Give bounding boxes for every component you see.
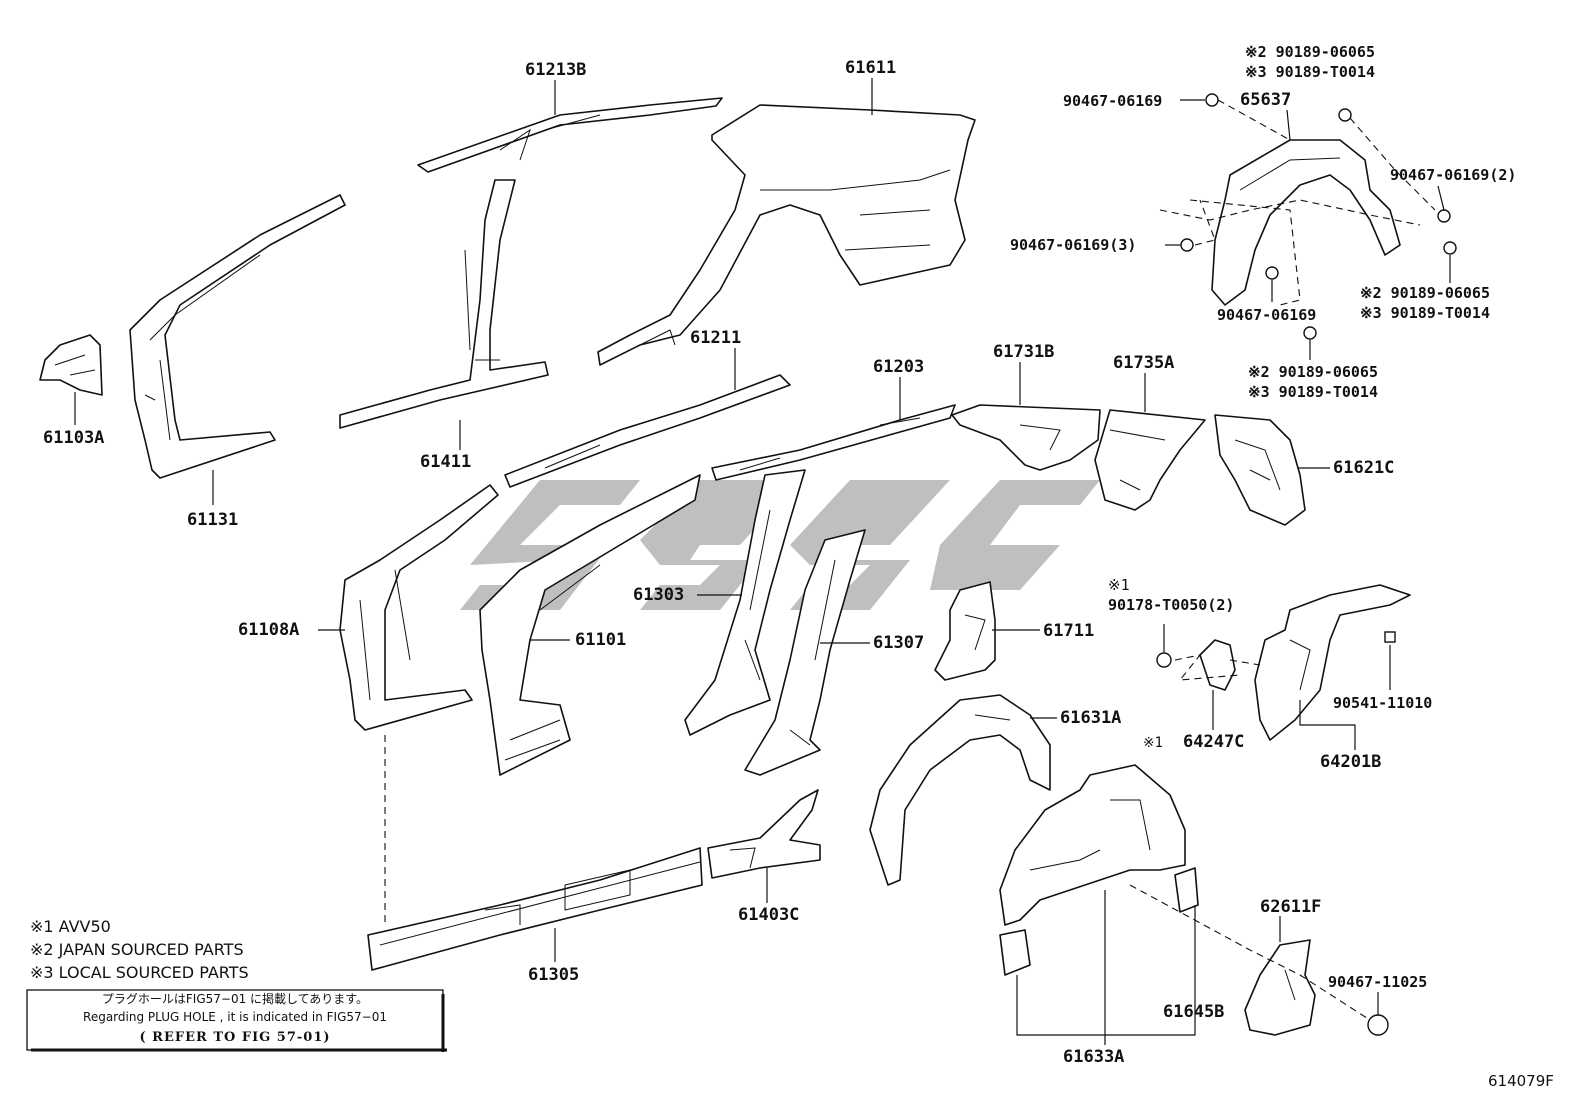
label-90189-06065-top[interactable]: ※2 90189-06065: [1245, 43, 1375, 61]
label-61711[interactable]: 61711: [1043, 621, 1094, 641]
label-61101[interactable]: 61101: [575, 630, 626, 650]
clip-icon: [1338, 108, 1352, 122]
label-61621c[interactable]: 61621C: [1333, 458, 1394, 478]
part-64201b-drawing[interactable]: [1254, 584, 1411, 741]
label-61731b[interactable]: 61731B: [993, 342, 1054, 362]
label-61633a[interactable]: 61633A: [1063, 1047, 1124, 1067]
part-62611f-drawing[interactable]: [1244, 939, 1316, 1036]
part-65637-drawing[interactable]: [1211, 139, 1401, 306]
label-62611f[interactable]: 62611F: [1260, 897, 1321, 917]
label-61303[interactable]: 61303: [633, 585, 684, 605]
part-61307-drawing[interactable]: [744, 529, 866, 776]
part-61621c-drawing[interactable]: [1214, 414, 1306, 526]
label-61203[interactable]: 61203: [873, 357, 924, 377]
label-61611[interactable]: 61611: [845, 58, 896, 78]
clip-icon: [1180, 238, 1194, 252]
label-90178-t0050[interactable]: 90178-T0050(2): [1108, 596, 1234, 614]
part-64247c-drawing[interactable]: [1199, 639, 1236, 691]
part-61305-drawing[interactable]: [367, 847, 703, 971]
note-3: ※3 LOCAL SOURCED PARTS: [30, 963, 249, 982]
label-90189-t0014-top[interactable]: ※3 90189-T0014: [1245, 63, 1375, 81]
label-90467-11025[interactable]: 90467-11025: [1328, 973, 1427, 991]
label-61103a[interactable]: 61103A: [43, 428, 104, 448]
label-90189-06065-mid[interactable]: ※2 90189-06065: [1248, 363, 1378, 381]
label-61631a[interactable]: 61631A: [1060, 708, 1121, 728]
label-61735a[interactable]: 61735A: [1113, 353, 1174, 373]
label-90467-06169-3[interactable]: 90467-06169(3): [1010, 236, 1136, 254]
clip-icon: [1303, 326, 1317, 340]
part-61213b-drawing[interactable]: [417, 97, 723, 173]
label-65637[interactable]: 65637: [1240, 90, 1291, 110]
part-61611-drawing[interactable]: [597, 104, 976, 366]
clip-icon: [1205, 93, 1219, 107]
label-61108a[interactable]: 61108A: [238, 620, 299, 640]
mark-90178: ※1: [1108, 576, 1130, 594]
part-61203-drawing[interactable]: [711, 404, 956, 481]
label-64201b[interactable]: 64201B: [1320, 752, 1381, 772]
part-61108a-drawing[interactable]: [339, 484, 499, 731]
label-90467-06169-top[interactable]: 90467-06169: [1063, 92, 1162, 110]
leader-lines: [74, 78, 1451, 1045]
label-61411[interactable]: 61411: [420, 452, 471, 472]
part-61711-drawing[interactable]: [934, 581, 996, 681]
label-61305[interactable]: 61305: [528, 965, 579, 985]
part-61101-drawing[interactable]: [479, 474, 701, 776]
label-61307[interactable]: 61307: [873, 633, 924, 653]
label-61211[interactable]: 61211: [690, 328, 741, 348]
part-61633a-drawing[interactable]: [999, 764, 1199, 976]
part-61403c-drawing[interactable]: [707, 789, 821, 879]
label-90189-t0014-mid[interactable]: ※3 90189-T0014: [1248, 383, 1378, 401]
plug-note-jp: プラグホールはFIG57−01 に掲載してあります。: [102, 991, 368, 1006]
part-61731b-drawing[interactable]: [951, 404, 1101, 471]
fastener-icons: [1156, 93, 1457, 1036]
part-61411-drawing[interactable]: [339, 179, 549, 429]
footnotes: ※1 AVV50 ※2 JAPAN SOURCED PARTS ※3 LOCAL…: [30, 917, 249, 982]
plug-note-en: Regarding PLUG HOLE , it is indicated in…: [83, 1010, 387, 1024]
part-61103a-drawing[interactable]: [39, 334, 103, 396]
plug-note-ref[interactable]: ( REFER TO FIG 57-01): [139, 1030, 330, 1045]
part-61735a-drawing[interactable]: [1094, 409, 1206, 511]
part-61211-drawing[interactable]: [504, 374, 791, 488]
nut-icon: [1384, 631, 1396, 643]
part-61631a-drawing[interactable]: [869, 694, 1051, 886]
label-64247c[interactable]: 64247C: [1183, 732, 1244, 752]
dashed-lines: [384, 99, 1436, 1021]
label-61131[interactable]: 61131: [187, 510, 238, 530]
label-90189-06065-right[interactable]: ※2 90189-06065: [1360, 284, 1490, 302]
plug-hole-notice: プラグホールはFIG57−01 に掲載してあります。 Regarding PLU…: [26, 989, 447, 1052]
label-61645b[interactable]: 61645B: [1163, 1002, 1224, 1022]
part-61131-drawing[interactable]: [129, 194, 346, 479]
note-1: ※1 AVV50: [30, 917, 111, 936]
label-61403c[interactable]: 61403C: [738, 905, 799, 925]
clip-icon: [1437, 209, 1451, 223]
label-90467-06169-2[interactable]: 90467-06169(2): [1390, 166, 1516, 184]
label-90189-t0014-right[interactable]: ※3 90189-T0014: [1360, 304, 1490, 322]
label-90541-11010[interactable]: 90541-11010: [1333, 694, 1432, 712]
note-2: ※2 JAPAN SOURCED PARTS: [30, 940, 244, 959]
clip-icon: [1443, 241, 1457, 255]
part-61303-drawing[interactable]: [684, 469, 806, 736]
nut-icon: [1156, 652, 1172, 668]
label-90467-06169-bottom[interactable]: 90467-06169: [1217, 306, 1316, 324]
mark-64247c: ※1: [1143, 735, 1163, 751]
label-61213b[interactable]: 61213B: [525, 60, 586, 80]
clip-icon: [1265, 266, 1279, 280]
bolt-icon: [1367, 1014, 1389, 1036]
figure-id: 614079F: [1488, 1072, 1554, 1090]
